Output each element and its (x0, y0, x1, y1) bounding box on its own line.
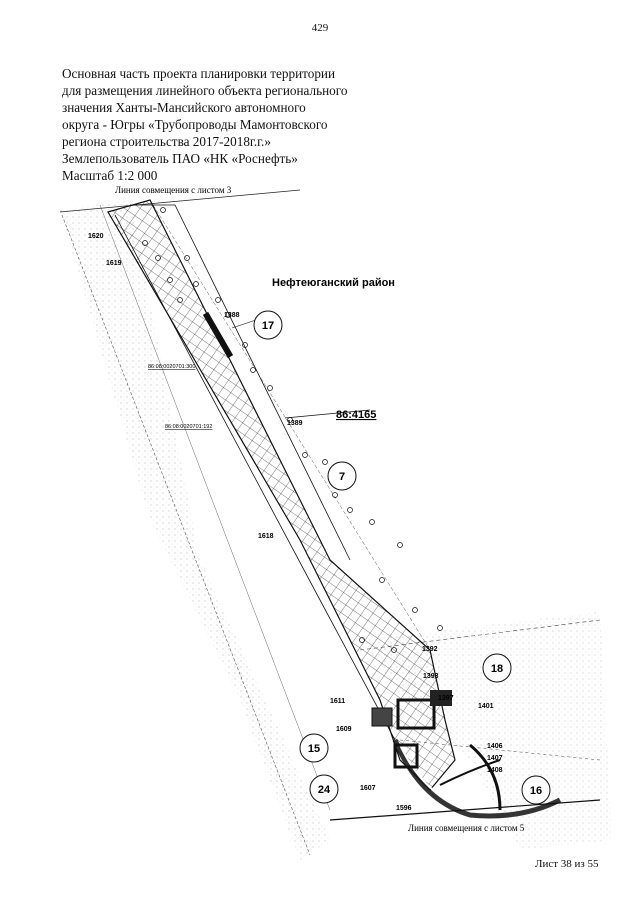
header-line: Землепользователь ПАО «НК «Роснефть» (62, 151, 298, 166)
svg-text:17: 17 (262, 320, 274, 332)
sheet-footer: Лист 38 из 55 (535, 858, 599, 870)
top-match-label: Линия совмещения с листом 3 (115, 185, 232, 195)
page-number: 429 (311, 22, 329, 34)
point-label: 1407 (487, 755, 503, 762)
point-label: 1609 (336, 726, 352, 733)
numbered-circle-16: 16 (521, 775, 551, 805)
numbered-circle-18: 18 (482, 653, 512, 683)
point-label: 1611 (330, 698, 345, 705)
corridor-edge (114, 214, 396, 741)
header-line: Основная часть проекта планировки террит… (62, 66, 336, 81)
header-line: региона строительства 2017-2018г.г.» (62, 134, 271, 149)
point-label: 1618 (258, 533, 274, 540)
svg-text:24: 24 (318, 784, 331, 796)
svg-text:18: 18 (491, 663, 503, 675)
cadastral-label: 86:08:0020701:300 (148, 364, 195, 370)
point-label: 1392 (422, 646, 438, 653)
point-label: 1596 (396, 805, 412, 812)
corridor-edge (130, 204, 351, 561)
svg-text:15: 15 (308, 743, 320, 755)
well-markers (142, 207, 443, 653)
bottom-match-label: Линия совмещения с листом 5 (408, 823, 525, 833)
header-line: округа - Югры «Трубопроводы Мамонтовског… (62, 117, 328, 132)
point-label: 1401 (478, 703, 494, 710)
svg-text:16: 16 (530, 785, 542, 797)
district-name: Нефтеюганский район (272, 277, 395, 289)
header-scale: Масштаб 1:2 000 (62, 168, 158, 183)
facility-block (393, 743, 419, 769)
facility-block (371, 707, 393, 727)
numbered-circle-15: 15 (299, 733, 329, 763)
point-label: 1397 (438, 695, 454, 702)
curved-arc (439, 759, 501, 786)
cadastral-label: 86:08:0020701:192 (165, 424, 212, 430)
point-label: 1389 (287, 420, 303, 427)
point-label: 1406 (487, 743, 503, 750)
pipeline-corridor (107, 199, 456, 791)
boundary-line (359, 619, 601, 651)
point-label: 1620 (88, 233, 104, 240)
facility-block (396, 698, 436, 730)
point-label: 1393 (423, 673, 439, 680)
point-label: 1619 (106, 260, 122, 267)
document-header: Основная часть проекта планировки террит… (62, 65, 392, 184)
facility-block (430, 690, 452, 706)
svg-text:7: 7 (339, 471, 345, 483)
point-label: 1408 (487, 767, 503, 774)
cadastral-main: 86:4165 (336, 409, 376, 421)
point-label: 1388 (224, 312, 240, 319)
numbered-circle-24: 24 (309, 774, 339, 804)
point-label: 1607 (360, 785, 376, 792)
boundary-line (149, 199, 431, 651)
boundary-line (99, 204, 331, 811)
bottom-match-line (329, 799, 601, 821)
top-match-line (59, 189, 301, 213)
numbered-circle-7: 7 (327, 461, 357, 491)
curved-arc (469, 743, 502, 811)
numbered-circle-17: 17 (253, 310, 283, 340)
header-line: значения Ханты-Мансийского автономного (62, 100, 306, 115)
black-bar (202, 311, 234, 359)
curved-pipeline (392, 739, 562, 819)
stipple-area (60, 200, 330, 860)
header-line: для размещения линейного объекта региона… (62, 83, 348, 98)
leader-line (284, 409, 371, 419)
boundary-line (61, 214, 311, 856)
